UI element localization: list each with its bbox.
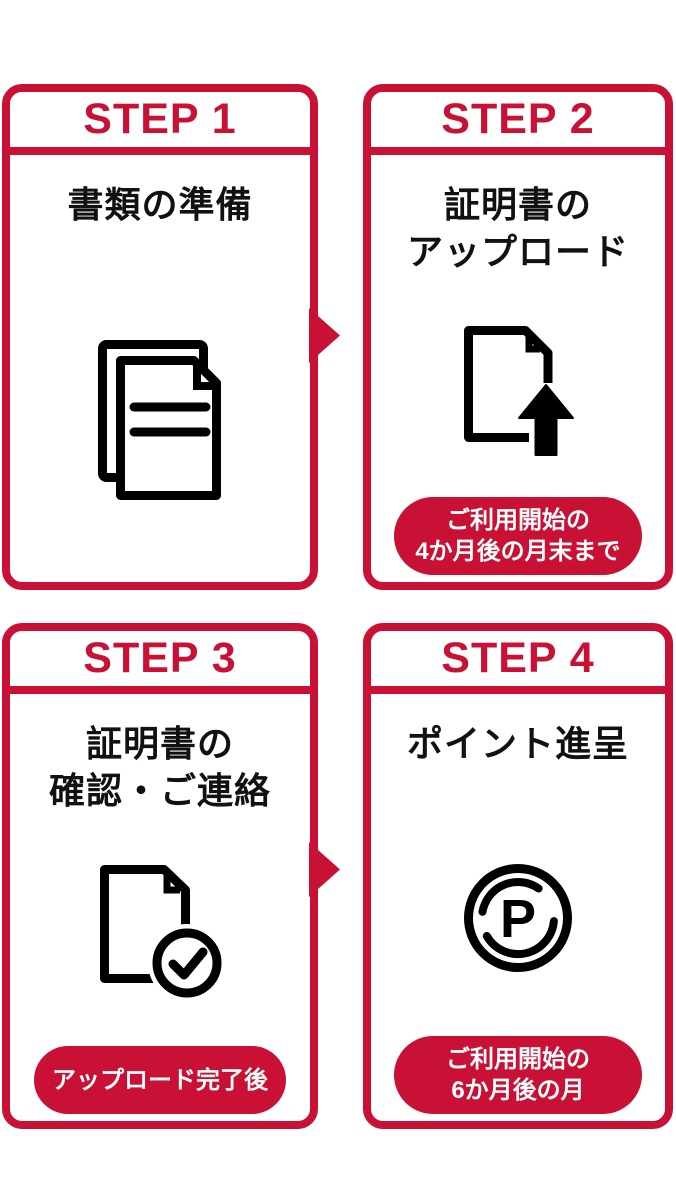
flow-arrow-icon [309, 842, 340, 897]
step-4-body: ポイント進呈 P ご利用開始の 6か月後の月 [371, 720, 665, 1121]
step-3-header: STEP 3 [10, 631, 310, 694]
point-letter: P [500, 889, 536, 949]
step-1-card: STEP 1 書類の準備 [2, 84, 318, 590]
step-3-body: 証明書の 確認・ご連絡 アップロード完了後 [10, 720, 310, 1121]
step-2-card: STEP 2 証明書の アップロード ご利用開始の 4か月後の月末まで [363, 84, 673, 590]
step-2-label: STEP 2 [441, 95, 595, 143]
step-4-label: STEP 4 [441, 634, 595, 682]
step-2-title: 証明書の アップロード [406, 184, 629, 272]
step-1-title: 書類の準備 [67, 184, 253, 225]
step-3-timing-badge: アップロード完了後 [34, 1046, 286, 1114]
step-4-header: STEP 4 [371, 631, 665, 694]
step-4-title: ポイント進呈 [406, 723, 629, 764]
step-1-label: STEP 1 [83, 95, 237, 143]
step-4-timing-badge: ご利用開始の 6か月後の月 [394, 1036, 642, 1114]
step-1-header: STEP 1 [10, 92, 310, 155]
flow-arrow-icon [309, 308, 340, 363]
document-check-icon [10, 861, 310, 1001]
point-circle-icon: P [371, 862, 665, 974]
step-2-header: STEP 2 [371, 92, 665, 155]
step-4-card: STEP 4 ポイント進呈 P ご利用開始の 6か月後の月 [363, 623, 673, 1129]
documents-icon [10, 340, 310, 502]
step-3-title: 証明書の 確認・ご連絡 [48, 723, 271, 811]
document-upload-icon [371, 326, 665, 458]
step-3-card: STEP 3 証明書の 確認・ご連絡 アップロード完了後 [2, 623, 318, 1129]
step-2-deadline-badge: ご利用開始の 4か月後の月末まで [394, 497, 642, 575]
step-2-body: 証明書の アップロード ご利用開始の 4か月後の月末まで [371, 181, 665, 582]
step-1-body: 書類の準備 [10, 181, 310, 582]
step-3-label: STEP 3 [83, 634, 237, 682]
